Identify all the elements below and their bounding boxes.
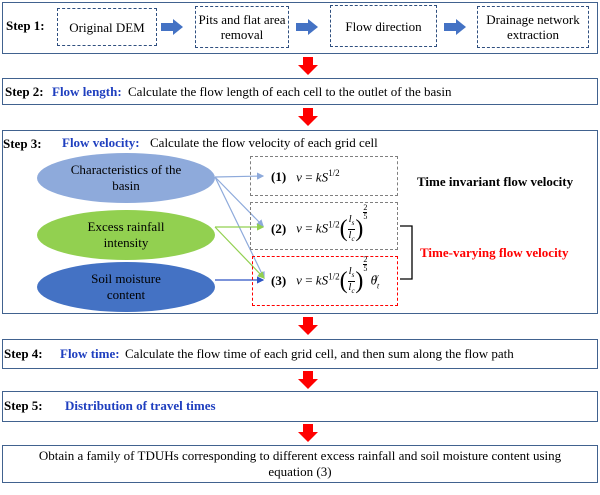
step5-label: Step 5: [4,398,43,413]
step3-description: Calculate the flow velocity of each grid… [150,135,378,150]
ellipse-text: Excess rainfall intensity [87,219,165,250]
step2-box [2,78,598,105]
arrow-down-icon [298,424,318,442]
equation-number: (2) [271,220,287,236]
box-text: Original DEM [69,19,145,35]
arrow-right-icon [161,19,183,35]
step1-box-flow-direction: Flow direction [330,5,437,47]
equation-box-2 [250,202,398,250]
ellipse-text: Characteristics of the basin [70,162,182,193]
arrow-down-icon [298,57,318,75]
equation-1: (1)v = kS1/2 [271,168,340,185]
arrow-down-icon [298,317,318,335]
step5-box [2,391,598,422]
step1-box-original-dem: Original DEM [57,8,157,46]
arrow-down-icon [298,108,318,126]
label-time-varying: Time-varying flow velocity [420,245,569,260]
label-time-invariant: Time invariant flow velocity [417,174,574,189]
step2-title: Flow length: [52,84,122,99]
input-soil-moisture: Soil moisture content [37,262,215,312]
final-box [2,445,598,483]
step2-label: Step 2: [5,84,44,99]
step4-description: Calculate the flow time of each grid cel… [125,346,514,361]
step1-label: Step 1: [6,18,45,33]
equation-box-1 [250,156,398,196]
box-text: Pits and flat area removal [198,12,286,42]
step2-description: Calculate the flow length of each cell t… [128,84,452,99]
step4-title: Flow time: [60,346,120,361]
step4-label: Step 4: [4,346,43,361]
arrow-right-icon [444,19,466,35]
input-excess-rainfall: Excess rainfall intensity [37,210,215,260]
step3-title: Flow velocity: [62,135,140,150]
step1-box-drainage-network: Drainage network extraction [477,6,589,48]
arrow-right-icon [296,19,318,35]
input-basin-characteristics: Characteristics of the basin [37,153,215,203]
step5-title: Distribution of travel times [65,398,216,413]
equation-number: (3) [271,272,287,288]
step4-box [2,339,598,369]
equation-box-3 [252,256,398,306]
step3-label: Step 3: [3,136,42,151]
step1-box-pits-removal: Pits and flat area removal [195,6,289,48]
ellipse-text: Soil moisture content [91,271,161,302]
box-text: Drainage network extraction [486,12,580,42]
box-text: Flow direction [345,18,422,34]
arrow-down-icon [298,371,318,389]
equation-number: (1) [271,169,287,185]
final-text-line2: equation (3) [268,464,332,479]
final-text-line1: Obtain a family of TDUHs corresponding t… [38,448,562,463]
